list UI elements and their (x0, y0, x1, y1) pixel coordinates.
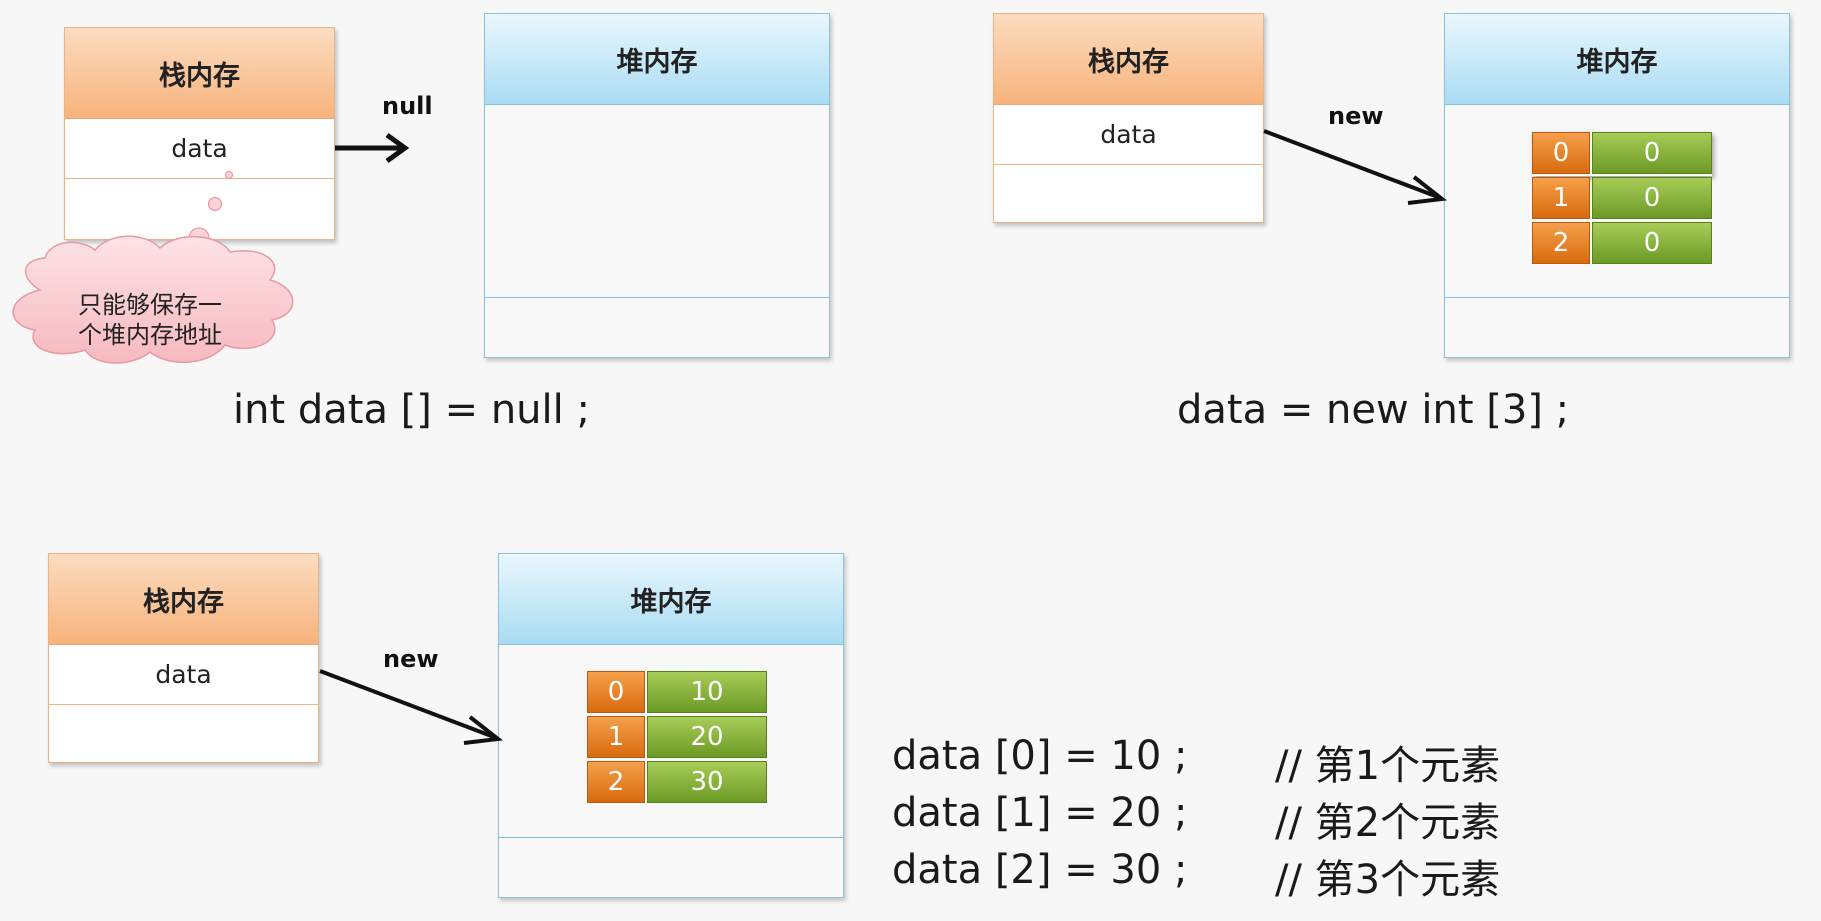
comment-assign-2: // 第3个元素 (1275, 857, 1501, 903)
cloud-note: 只能够保存一 个堆内存地址 (50, 290, 250, 350)
heap-memory-header: 堆内存 (485, 14, 829, 105)
stack-variable-cell: data (65, 118, 334, 179)
array-value-cell: 0 (1592, 177, 1712, 219)
stack-memory-box-step3: 栈内存 data (48, 553, 319, 763)
new-label: new (383, 645, 439, 673)
null-label: null (382, 92, 433, 120)
cloud-note-line1: 只能够保存一 (78, 291, 222, 319)
comment-assign-1: // 第2个元素 (1275, 800, 1501, 846)
stack-variable-cell: data (49, 644, 318, 705)
stack-empty-cell (994, 164, 1263, 222)
heap-divider (1445, 297, 1789, 298)
heap-memory-box-step3: 堆内存 0 10 1 20 2 30 (498, 553, 844, 898)
cloud-note-line2: 个堆内存地址 (78, 321, 222, 349)
array-index-cell: 1 (587, 716, 645, 758)
variable-name: data (171, 133, 228, 163)
array-index-cell: 2 (1532, 222, 1590, 264)
array-row: 0 0 (1532, 132, 1712, 176)
code-assign-0: data [0] = 10 ; (892, 733, 1188, 779)
code-allocation: data = new int [3] ; (1177, 387, 1570, 433)
heap-memory-title: 堆内存 (616, 46, 698, 78)
array-row: 1 0 (1532, 177, 1712, 221)
stack-memory-title: 栈内存 (143, 586, 224, 618)
heap-memory-box-step2: 堆内存 0 0 1 0 2 0 (1444, 13, 1790, 358)
array-row: 2 30 (587, 761, 767, 805)
array-index-cell: 2 (587, 761, 645, 803)
stack-memory-box-step1: 栈内存 data (64, 27, 335, 240)
array-row: 2 0 (1532, 222, 1712, 266)
array-value-cell: 0 (1592, 132, 1712, 174)
stack-empty-cell (49, 704, 318, 762)
array-index-cell: 0 (1532, 132, 1590, 174)
stack-memory-title: 栈内存 (159, 60, 240, 92)
stack-memory-header: 栈内存 (994, 14, 1263, 105)
array-grid: 0 10 1 20 2 30 (587, 671, 767, 805)
array-value-cell: 30 (647, 761, 767, 803)
new-arrow (1263, 129, 1448, 205)
code-assign-1: data [1] = 20 ; (892, 790, 1188, 836)
new-arrow (319, 669, 504, 745)
array-value-cell: 20 (647, 716, 767, 758)
heap-memory-box-step1: 堆内存 (484, 13, 830, 358)
thought-cloud (12, 170, 294, 364)
array-row: 0 10 (587, 671, 767, 715)
stack-memory-header: 栈内存 (49, 554, 318, 645)
array-value-cell: 10 (647, 671, 767, 713)
stack-memory-title: 栈内存 (1088, 46, 1169, 78)
stack-memory-header: 栈内存 (65, 28, 334, 119)
array-index-cell: 1 (1532, 177, 1590, 219)
heap-divider (485, 297, 829, 298)
array-grid: 0 0 1 0 2 0 (1532, 132, 1712, 266)
array-index-cell: 0 (587, 671, 645, 713)
comment-assign-0: // 第1个元素 (1275, 743, 1501, 789)
code-declaration: int data [] = null ; (233, 387, 590, 433)
variable-name: data (1100, 119, 1157, 149)
heap-memory-title: 堆内存 (1576, 46, 1658, 78)
array-value-cell: 0 (1592, 222, 1712, 264)
heap-memory-header: 堆内存 (499, 554, 843, 645)
null-arrow (335, 132, 410, 164)
heap-memory-title: 堆内存 (630, 586, 712, 618)
array-row: 1 20 (587, 716, 767, 760)
stack-memory-box-step2: 栈内存 data (993, 13, 1264, 223)
variable-name: data (155, 659, 212, 689)
heap-memory-header: 堆内存 (1445, 14, 1789, 105)
stack-variable-cell: data (994, 104, 1263, 165)
heap-divider (499, 837, 843, 838)
code-assign-2: data [2] = 30 ; (892, 847, 1188, 893)
new-label: new (1328, 102, 1384, 130)
